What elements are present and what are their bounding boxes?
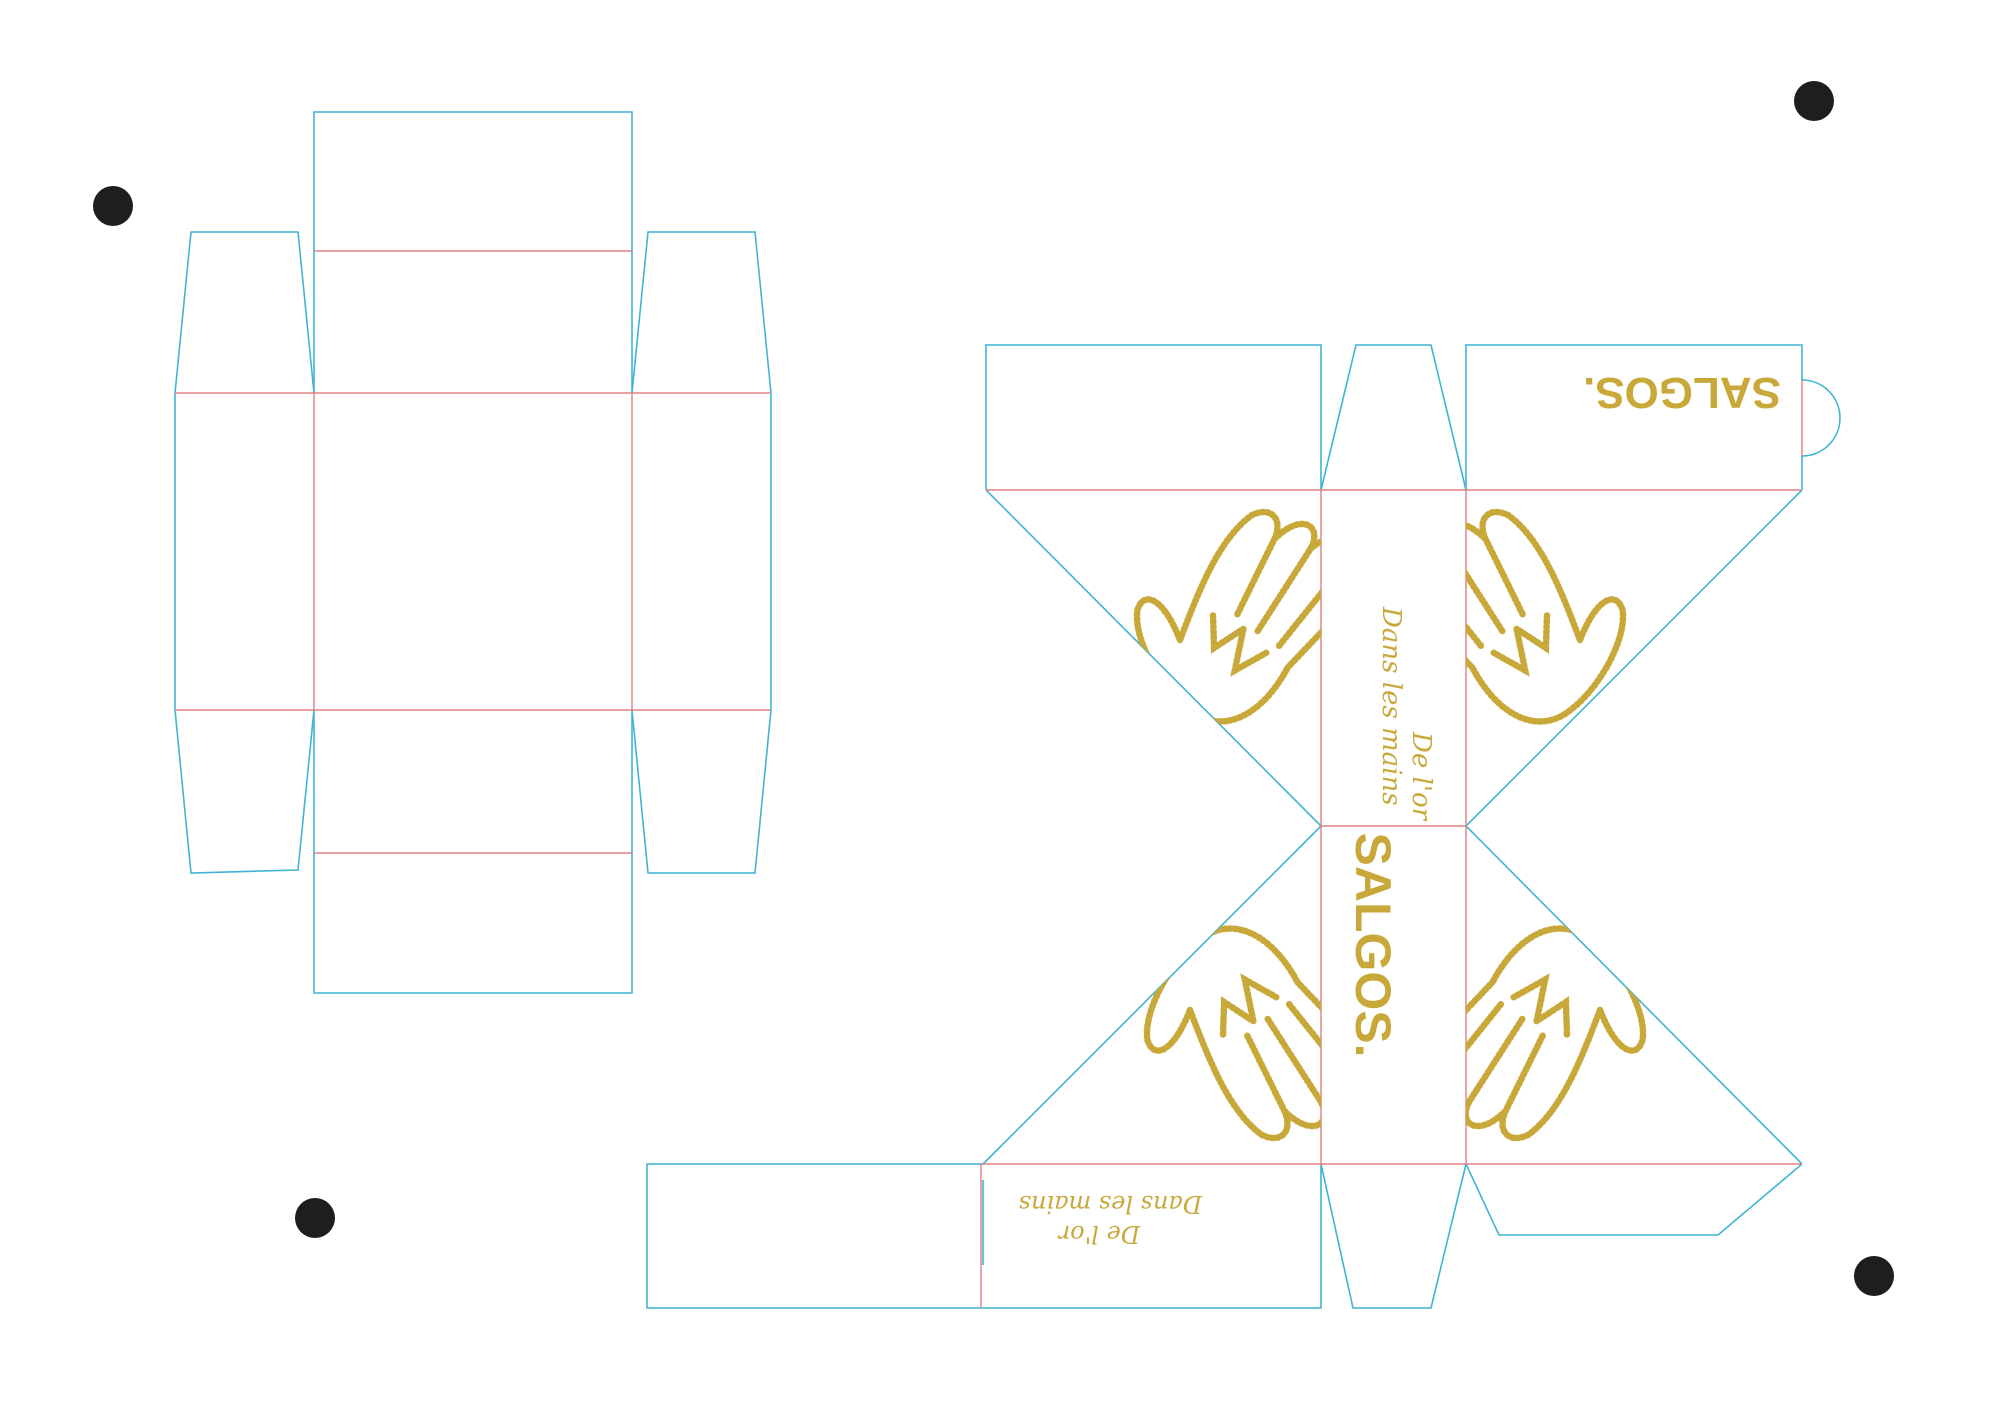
tagline-line2: Dans les mains (1019, 1190, 1203, 1218)
registration-mark-top-left (93, 186, 133, 226)
registration-mark-top-right (1794, 81, 1834, 121)
tray-bottom-flap-cut (313, 710, 633, 994)
tagline-line1: De l'or (1406, 731, 1436, 822)
praying-hands-illustration (1402, 899, 1673, 1183)
bottom-panels-cut (646, 1163, 1322, 1309)
tray-dust-flap-br (631, 709, 772, 874)
tagline-line2: Dans les mains (1376, 606, 1406, 806)
top-right-panel-cut (1465, 344, 1803, 490)
top-left-panel-cut (985, 344, 1322, 490)
tray-dust-flap-bl (174, 709, 315, 874)
sleeve-net: SALGOS. SALGOS. De l'or Dans les mains D… (646, 344, 1841, 1309)
registration-mark-bottom-left (295, 1198, 335, 1238)
tagline-spine: De l'or Dans les mains (1376, 606, 1436, 822)
left-triangle-cut (982, 489, 1323, 1165)
bottom-tuck-tab-cut (1320, 1163, 1467, 1309)
thumb-tab-cut (1801, 379, 1841, 457)
tray-net (174, 111, 772, 994)
registration-mark-bottom-right (1854, 1256, 1894, 1296)
tagline-bottom: De l'or Dans les mains (1019, 1190, 1203, 1248)
tagline-line1: De l'or (1057, 1220, 1141, 1248)
praying-hands-illustration (1382, 467, 1653, 751)
bottom-right-flap-cut (1465, 1163, 1803, 1236)
right-triangle-cut (1464, 489, 1803, 1165)
top-tuck-tab-cut (1320, 344, 1467, 491)
tray-dust-flap-tl (174, 231, 315, 394)
tray-top-flap-cut (313, 111, 633, 393)
brand-name-top: SALGOS. (1583, 368, 1781, 417)
praying-hands-illustration (1107, 467, 1378, 751)
brand-name-spine: SALGOS. (1345, 832, 1401, 1057)
tray-dust-flap-tr (631, 231, 772, 394)
